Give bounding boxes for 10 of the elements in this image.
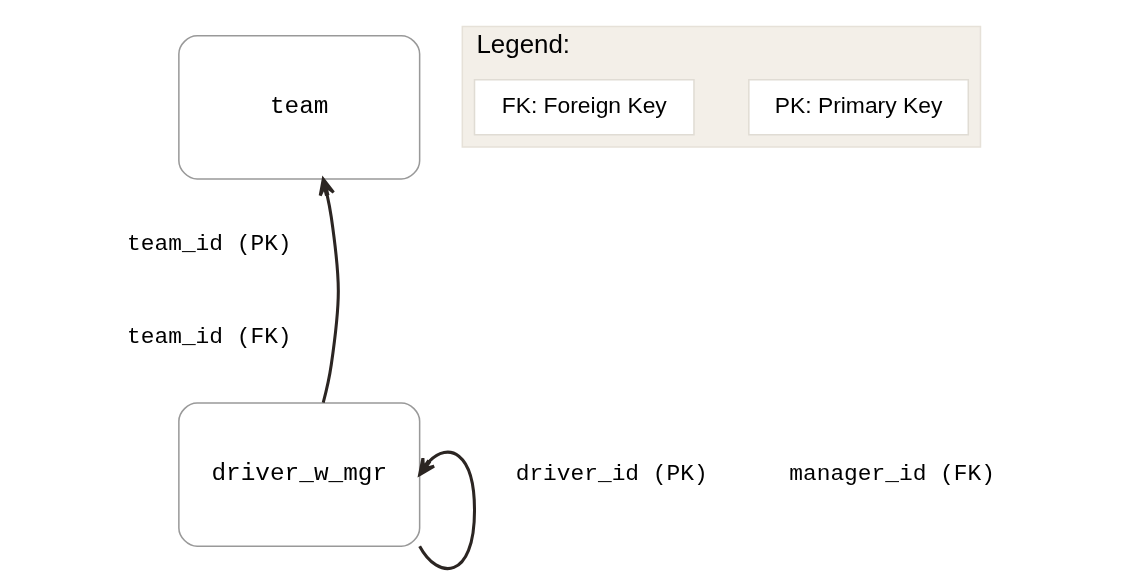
label: team_id (FK) [126, 323, 292, 350]
arrow [318, 177, 340, 404]
label: driver_id (PK) [515, 460, 708, 487]
label: team_id (PK) [126, 230, 292, 257]
node-box: PK: Primary Key [747, 79, 969, 136]
node-box: driver_w_mgr [177, 402, 420, 547]
node-box: team [177, 34, 420, 180]
node-box: FK: Foreign Key [473, 79, 695, 136]
label: manager_id (FK) [788, 460, 995, 487]
arrow [417, 450, 476, 570]
